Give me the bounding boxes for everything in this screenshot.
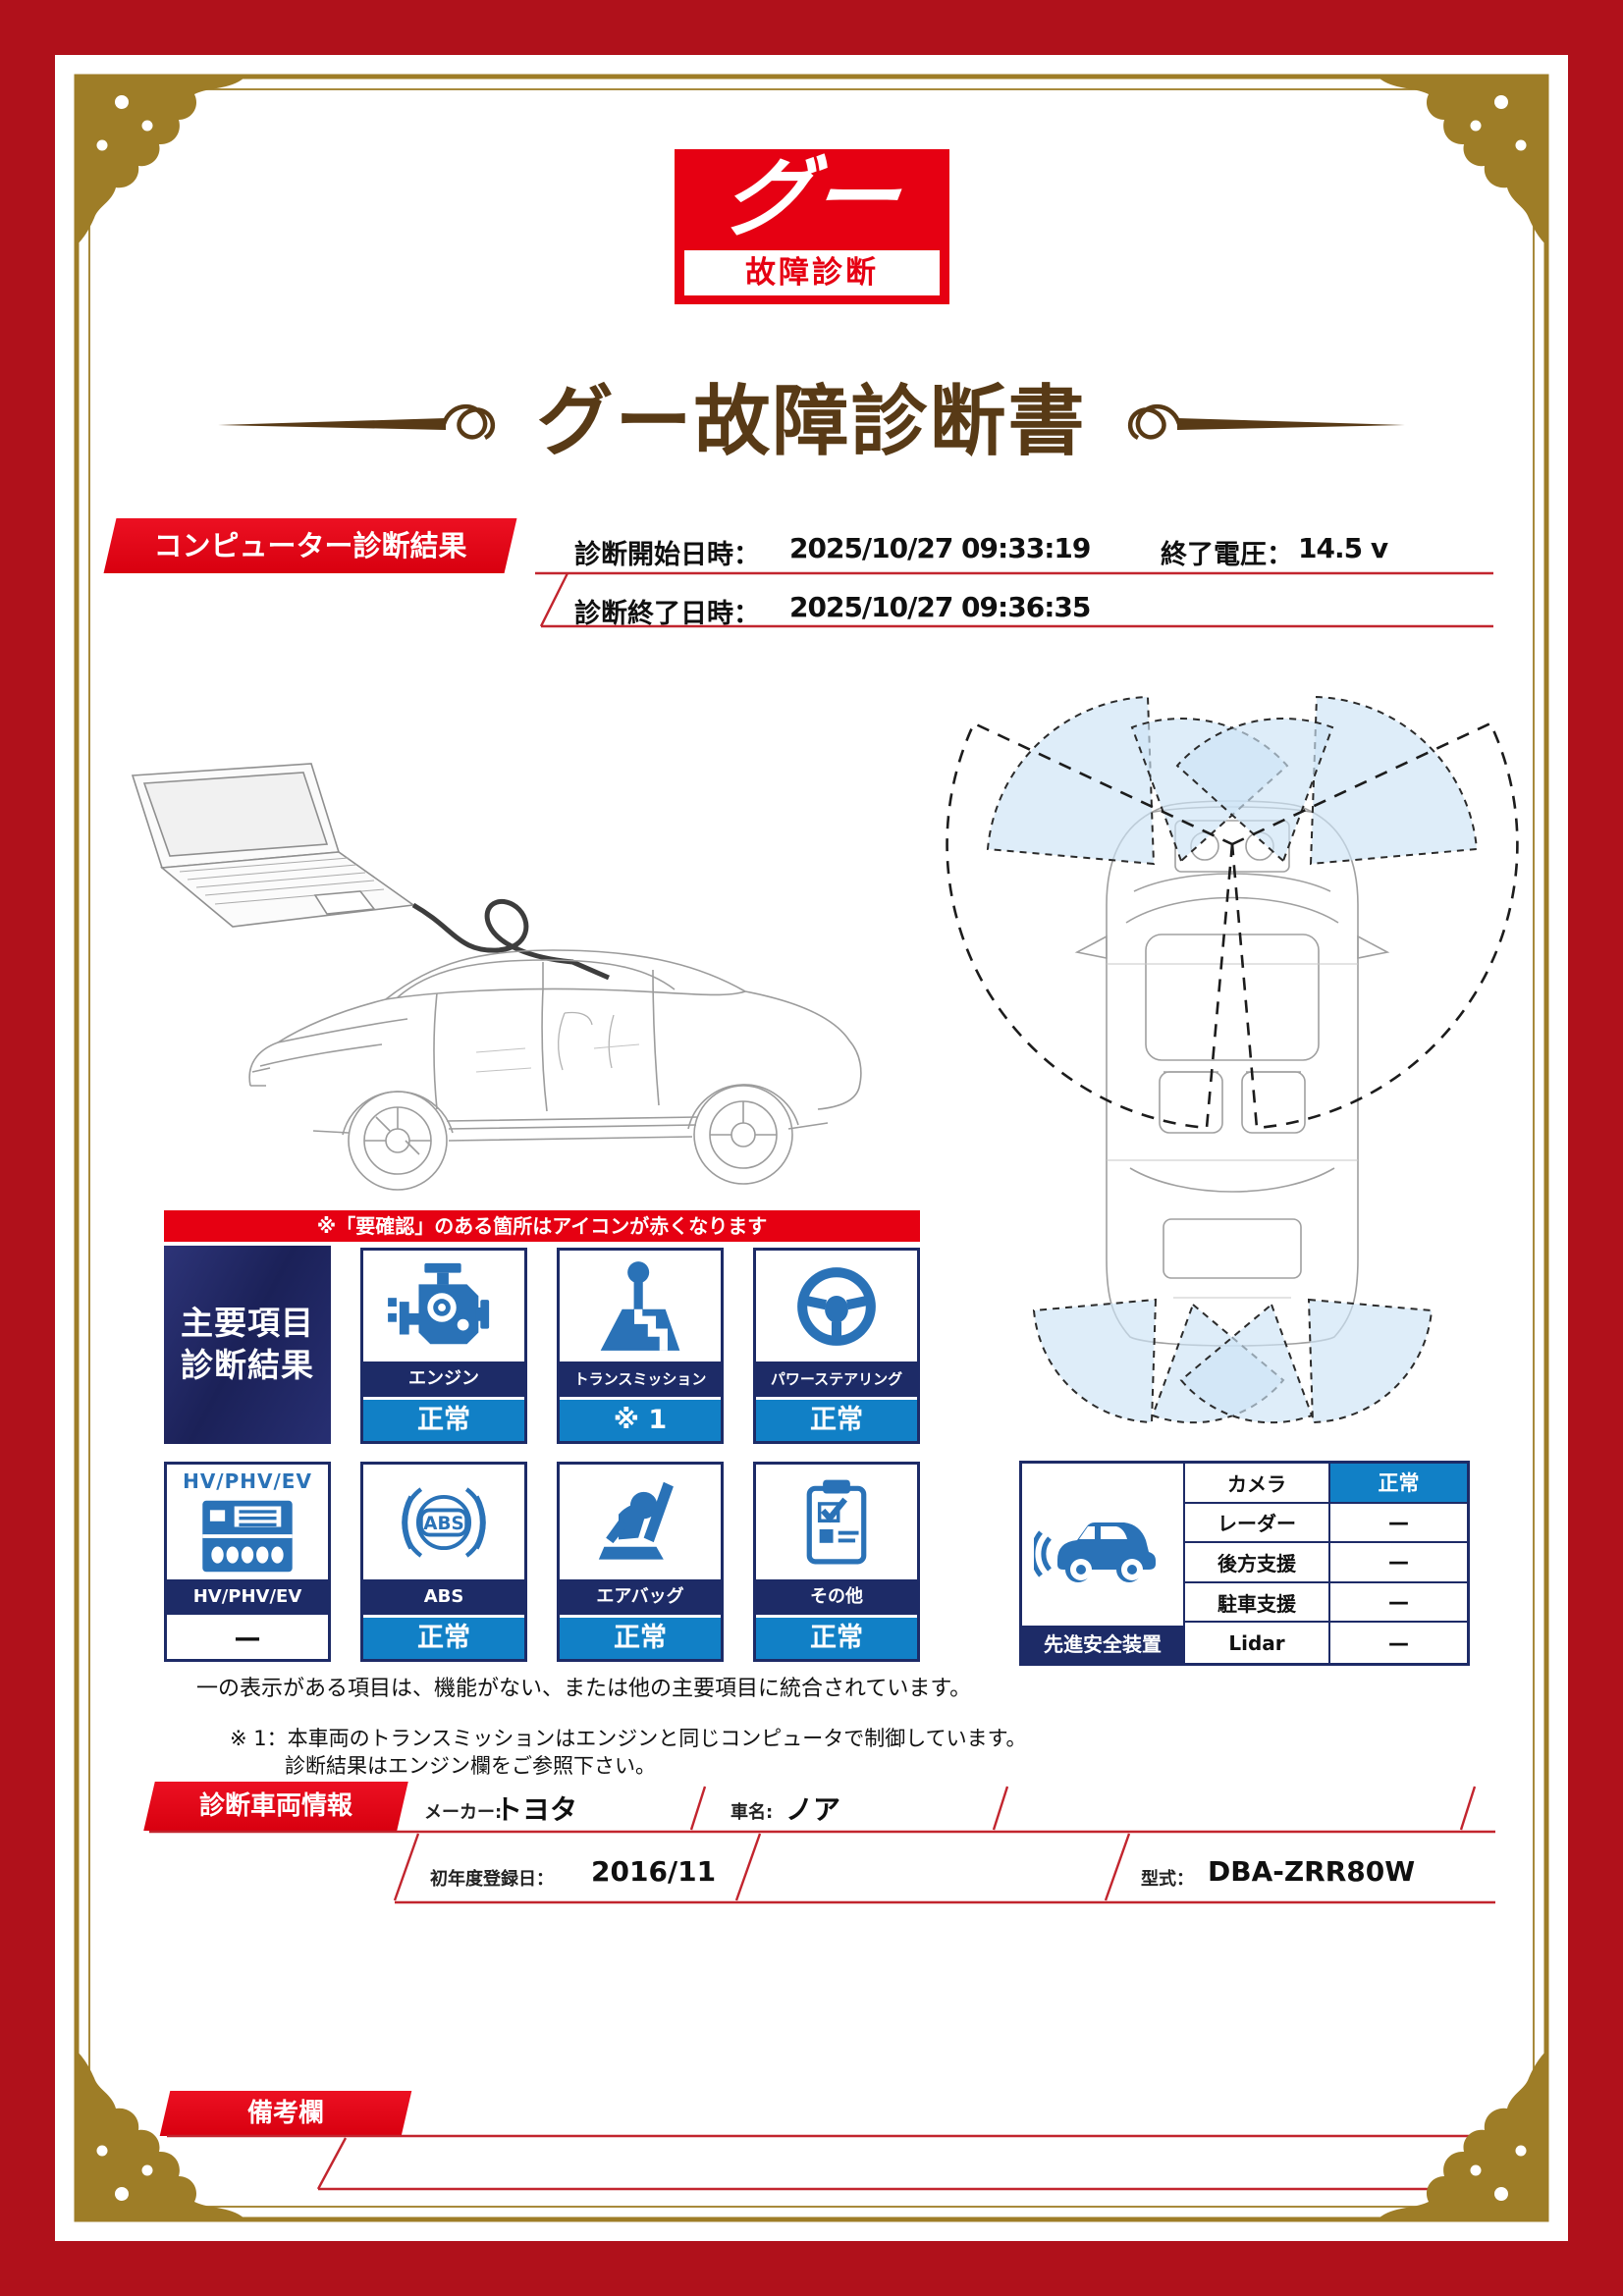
engine-icon — [388, 1262, 490, 1344]
car-name-label: 車名: — [730, 1802, 774, 1823]
abs-icon: ABS — [402, 1486, 486, 1558]
report-title-row: グー故障診断書 — [0, 375, 1623, 469]
steering-wheel-icon — [797, 1266, 876, 1346]
footnote-dash: 一の表示がある項目は、機能がない、または他の主要項目に統合されています。 — [196, 1677, 972, 1701]
tile-other-status: 正常 — [756, 1618, 917, 1659]
safety-car-icon — [1034, 1522, 1156, 1583]
model-code-label: 型式： — [1141, 1869, 1194, 1890]
hv-battery-icon — [202, 1500, 293, 1572]
diag-voltage-label: 終了電圧： — [1161, 540, 1293, 570]
tile-engine: エンジン 正常 — [360, 1248, 527, 1444]
tile-hv-label: HV/PHV/EV — [167, 1579, 328, 1615]
safety-row-lidar-name: Lidar — [1185, 1623, 1330, 1663]
tile-abs-label: ABS — [363, 1579, 524, 1615]
goo-logo-subtitle: 故障診断 — [684, 250, 940, 295]
car-side-wireframe — [248, 949, 862, 1191]
safety-car-block: 先進安全装置 — [1022, 1464, 1185, 1663]
tile-engine-status: 正常 — [363, 1400, 524, 1441]
diag-end-value: 2025/10/27 09:36:35 — [789, 591, 1091, 623]
diag-start-label: 診断開始日時： — [574, 540, 760, 570]
vehicle-info-banner: 診断車両情報 — [143, 1782, 408, 1831]
notes-banner-label: 備考欄 — [246, 2099, 324, 2128]
footnote-ast1: ※ 1：本車両のトランスミッションはエンジンと同じコンピュータで制御しています。 — [230, 1727, 1027, 1750]
goo-logo: グー 故障診断 — [675, 147, 949, 304]
safety-row-parking-status: — — [1330, 1582, 1467, 1624]
safety-equipment-table: 先進安全装置 カメラ 正常 レーダー — 後方支援 — 駐車支援 — Lidar… — [1019, 1461, 1470, 1666]
vehicle-info-banner-label: 診断車両情報 — [198, 1791, 352, 1821]
safety-row-rear-status: — — [1330, 1543, 1467, 1583]
registration-label: 初年度登録日： — [430, 1869, 554, 1890]
laptop-icon — [131, 763, 416, 928]
gold-corner-ornament — [75, 75, 247, 247]
tile-transmission-label: トランスミッション — [560, 1362, 721, 1397]
airbag-icon — [598, 1481, 674, 1560]
model-code-value: DBA-ZRR80W — [1208, 1855, 1416, 1888]
tile-abs: ABS ABS 正常 — [360, 1462, 527, 1662]
notice-banner: ※「要確認」のある箇所はアイコンが赤くなります — [164, 1210, 920, 1242]
safety-row-parking-name: 駐車支援 — [1185, 1582, 1330, 1624]
tile-power-steering-status: 正常 — [756, 1400, 917, 1441]
safety-row-lidar-status: — — [1330, 1623, 1467, 1663]
diag-end-label: 診断終了日時： — [574, 599, 760, 629]
tile-hv-phv-ev: HV/PHV/EV HV/PHV/EV — — [164, 1462, 331, 1662]
diag-voltage-value: 14.5 v — [1298, 532, 1388, 564]
page-title: グー故障診断書 — [536, 378, 1087, 466]
footnote-ast2: 診断結果はエンジン欄をご参照下さい。 — [285, 1754, 656, 1778]
main-grid-header-line2: 診断結果 — [181, 1346, 314, 1384]
notes-banner: 備考欄 — [159, 2091, 412, 2136]
tile-airbag: エアバッグ 正常 — [557, 1462, 724, 1662]
tile-engine-label: エンジン — [363, 1362, 524, 1397]
title-ornament-right — [1127, 403, 1405, 441]
tile-transmission: トランスミッション ※ 1 — [557, 1248, 724, 1444]
car-top-wireframe — [1074, 800, 1390, 1347]
svg-text:ABS: ABS — [423, 1513, 463, 1533]
hv-icon-text: HV/PHV/EV — [183, 1468, 312, 1493]
computer-diagnosis-banner-label: コンピューター診断結果 — [153, 529, 467, 562]
title-ornament-left — [218, 403, 496, 441]
safety-row-radar-status: — — [1330, 1503, 1467, 1544]
tile-power-steering: パワーステアリング 正常 — [753, 1248, 920, 1444]
safety-row-camera-status: 正常 — [1330, 1464, 1467, 1504]
tile-other-label: その他 — [756, 1579, 917, 1615]
car-topview-sensors-illustration — [946, 695, 1519, 1424]
safety-row-rear-name: 後方支援 — [1185, 1543, 1330, 1583]
safety-row-radar-name: レーダー — [1185, 1503, 1330, 1544]
tile-abs-status: 正常 — [363, 1618, 524, 1659]
transmission-icon — [600, 1260, 680, 1351]
tile-other: その他 正常 — [753, 1462, 920, 1662]
safety-block-label: 先進安全装置 — [1022, 1625, 1183, 1663]
car-name-value: ノア — [785, 1793, 841, 1826]
maker-value: トヨタ — [495, 1793, 578, 1826]
main-grid-header-line1: 主要項目 — [181, 1304, 314, 1343]
safety-row-camera-name: カメラ — [1185, 1464, 1330, 1504]
tile-hv-status: — — [167, 1618, 328, 1659]
laptop-car-illustration — [131, 763, 862, 1191]
computer-diagnosis-banner: コンピューター診断結果 — [103, 518, 517, 573]
diag-start-value: 2025/10/27 09:33:19 — [789, 532, 1091, 564]
maker-label: メーカー: — [424, 1802, 503, 1823]
tile-power-steering-label: パワーステアリング — [756, 1362, 917, 1397]
goo-logo-text: グー — [716, 147, 908, 248]
main-grid-header: 主要項目 診断結果 — [164, 1246, 331, 1444]
registration-value: 2016/11 — [591, 1855, 717, 1888]
tile-airbag-label: エアバッグ — [560, 1579, 721, 1615]
tile-airbag-status: 正常 — [560, 1618, 721, 1659]
tile-transmission-status: ※ 1 — [560, 1400, 721, 1441]
checklist-icon — [806, 1479, 867, 1564]
